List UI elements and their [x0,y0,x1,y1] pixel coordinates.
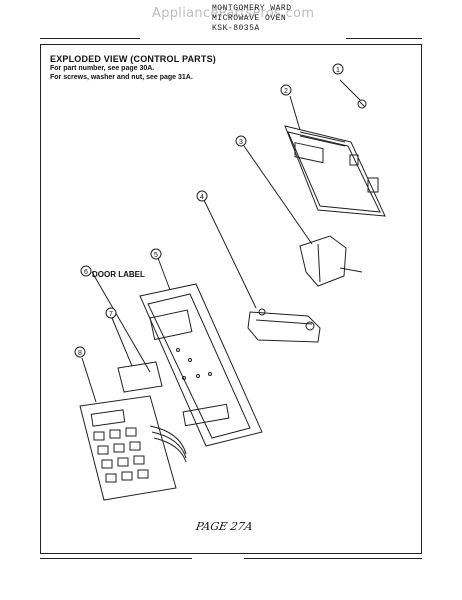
handwritten-page-note: PAGE 27A [194,520,254,533]
callout-3: 5 [154,252,158,259]
header-model: KSK-8035A [212,24,260,33]
callout-2: 7 [109,311,113,318]
top-rule-left [40,38,140,39]
watermark: AppliancePartsPros.com [152,6,315,21]
callout-8-circle [80,265,92,277]
callout-5-circle [235,135,247,147]
callout-1: 8 [78,350,82,357]
header-product: MICROWAVE OVEN [212,14,287,23]
header-brand: MONTGOMERY WARD [212,4,292,13]
part-1-membrane-keypad [79,357,187,501]
callout-6: 2 [284,88,288,95]
callout-7-circle [332,63,344,75]
callout-3-circle [150,248,162,260]
top-rule-right [346,38,422,39]
panel-note-part-number: For part number, see page 30A. [50,65,155,72]
part-6-control-board [284,95,386,217]
callout-6-circle [280,84,292,96]
callout-1-circle [74,346,86,358]
panel-title: EXPLODED VIEW (CONTROL PARTS) [50,54,216,64]
callout-5: 3 [239,139,243,146]
part-4-latch-assembly [203,199,321,343]
part-3-control-frame [139,257,263,447]
part-7-screw [339,79,367,109]
bottom-rule-left [40,558,192,559]
callout-4-circle [196,190,208,202]
callout-2-circle [105,307,117,319]
door-label-text: DOOR LABEL [92,270,145,279]
callout-7: 1 [336,67,340,74]
callout-8: 6 [84,269,88,276]
part-2-display-film [111,317,163,393]
bottom-rule-right [244,558,422,559]
callout-4: 4 [200,194,204,201]
part-5-bracket [243,145,363,287]
panel-note-screws: For screws, washer and nut, see page 31A… [50,74,193,81]
door-label-leader [91,271,151,373]
diagram-frame [40,44,422,554]
